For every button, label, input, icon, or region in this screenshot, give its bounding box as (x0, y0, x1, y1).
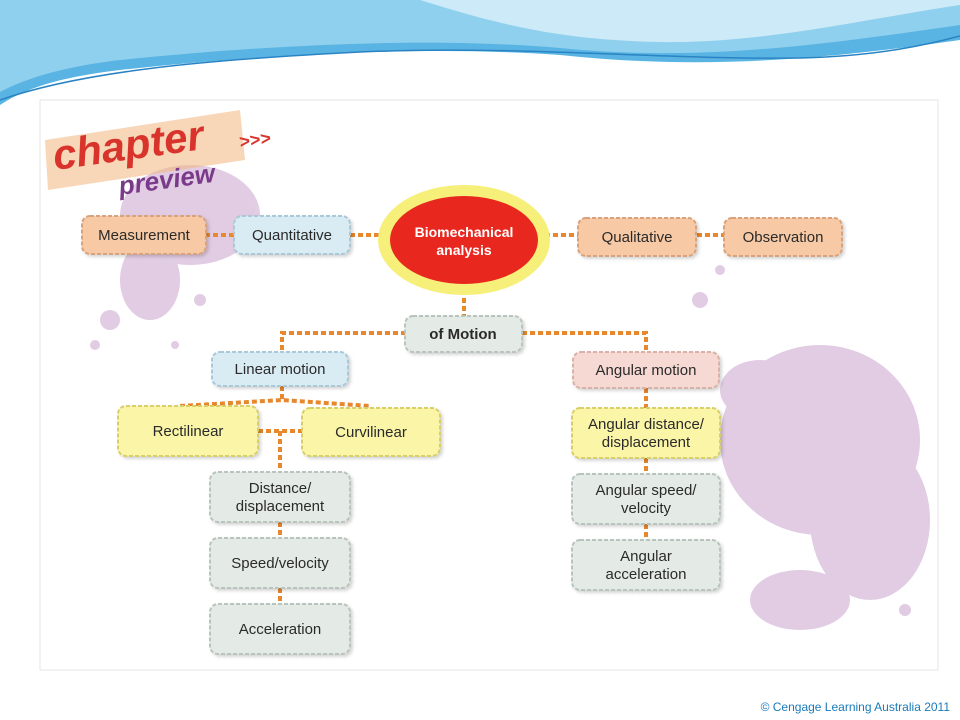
acceleration-label: Acceleration (239, 621, 322, 638)
of-motion-label: of Motion (429, 326, 496, 343)
node-quantitative: Quantitative (233, 215, 351, 255)
node-distance-displacement: Distance/ displacement (209, 471, 351, 523)
node-angular-motion: Angular motion (572, 351, 720, 389)
node-speed-velocity: Speed/velocity (209, 537, 351, 589)
node-of-motion: of Motion (404, 315, 523, 353)
node-angular-acceleration: Angular acceleration (571, 539, 721, 591)
node-curvilinear: Curvilinear (301, 407, 441, 457)
rectilinear-label: Rectilinear (153, 423, 224, 440)
qualitative-label: Qualitative (602, 229, 673, 246)
node-observation: Observation (723, 217, 843, 257)
angular-speed-label-line2: velocity (621, 500, 672, 517)
curvilinear-label: Curvilinear (335, 424, 407, 441)
node-qualitative: Qualitative (577, 217, 697, 257)
angular-speed-label-line1: Angular speed/ (596, 482, 698, 499)
connectors (179, 233, 725, 604)
linear-motion-label: Linear motion (235, 361, 326, 378)
angular-acceleration-label-line1: Angular (620, 548, 672, 565)
header-wave-highlight (420, 0, 960, 43)
chapter-banner (45, 110, 245, 190)
measurement-label: Measurement (98, 227, 191, 244)
angular-distance-label-line2: displacement (602, 434, 691, 451)
paint-splash (90, 165, 930, 630)
node-linear-motion: Linear motion (211, 351, 349, 387)
center-label-line2: analysis (436, 242, 491, 258)
center-ellipse (390, 196, 538, 284)
node-biomechanical-analysis: Biomechanical analysis (378, 185, 550, 295)
node-angular-speed: Angular speed/ velocity (571, 473, 721, 525)
angular-distance-label-line1: Angular distance/ (588, 416, 705, 433)
connector (522, 331, 648, 352)
node-angular-distance: Angular distance/ displacement (571, 407, 721, 459)
angular-motion-label: Angular motion (596, 362, 697, 379)
connector (280, 331, 406, 352)
distance-label-line2: displacement (236, 498, 325, 515)
header-wave-line (0, 35, 960, 101)
chapter-preview-logo: chapter preview >>> (45, 110, 272, 201)
distance-label-line1: Distance/ (249, 480, 312, 497)
node-measurement: Measurement (81, 215, 207, 255)
node-rectilinear: Rectilinear (117, 405, 259, 457)
speed-velocity-label: Speed/velocity (231, 555, 329, 572)
observation-label: Observation (743, 229, 824, 246)
copyright-notice: © Cengage Learning Australia 2011 (760, 700, 950, 714)
chapter-arrows: >>> (238, 128, 272, 152)
angular-acceleration-label-line2: acceleration (606, 566, 687, 583)
quantitative-label: Quantitative (252, 227, 332, 244)
node-acceleration: Acceleration (209, 603, 351, 655)
connector (179, 397, 371, 408)
center-label-line1: Biomechanical (415, 224, 514, 240)
